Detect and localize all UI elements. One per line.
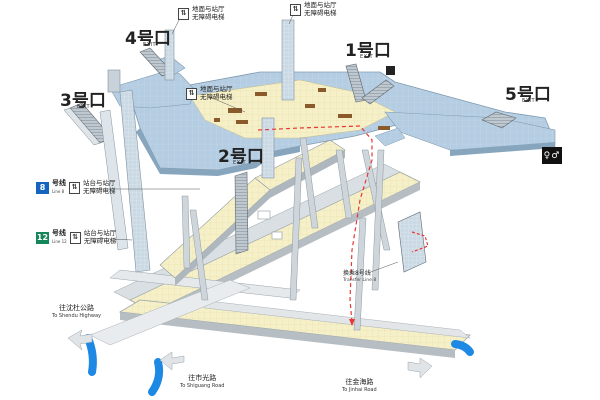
elevator-shaft xyxy=(261,117,275,179)
elevator-shaft-line-12 xyxy=(99,109,129,251)
line-12-badge: 12 xyxy=(36,231,49,244)
exit-1-sublabel: EXIT xyxy=(360,54,374,60)
track-end xyxy=(84,334,97,376)
elevator-shaft xyxy=(164,29,175,81)
elevator-tag-street-hall: ⇅ 地面与站厅无障碍电梯 xyxy=(186,85,233,101)
elevator-shaft-line-8 xyxy=(119,89,151,273)
toilet-icon: ♀♂ xyxy=(542,147,562,164)
elevator-icon xyxy=(386,66,395,75)
exit-3-sublabel: EXIT xyxy=(77,104,91,110)
transfer-route xyxy=(257,125,373,323)
gate-barriers xyxy=(214,88,390,130)
elevator-tag-street-hall: ⇅ 地面与站厅无障碍电梯 xyxy=(290,1,337,17)
escalator-transfer xyxy=(397,211,427,273)
direction-arrows xyxy=(67,329,433,379)
escalator-exit-3 xyxy=(63,102,113,146)
track-wall xyxy=(89,279,251,346)
elevator-shaft xyxy=(107,69,121,93)
elevator-icon: ⇅ xyxy=(69,231,81,244)
exit-2-label: 2号口 xyxy=(218,147,264,167)
transfer-route-loop xyxy=(411,231,429,253)
transfer-arrow xyxy=(349,319,355,326)
track-end xyxy=(451,340,474,356)
elevator-tag-street-hall: ⇅ 地面与站厅无障碍电梯 xyxy=(178,5,225,21)
exit-4-label: 4号口 xyxy=(125,29,171,49)
elevator-icon: ⇅ xyxy=(178,7,189,20)
escalator-exit-1 xyxy=(345,63,395,105)
support-columns xyxy=(181,137,391,331)
elevator-icon: ⇅ xyxy=(186,87,197,100)
exit-2-sublabel: EXIT xyxy=(233,160,247,166)
track-end xyxy=(148,358,164,396)
elevator-shaft xyxy=(281,19,295,101)
exit-5-sublabel: EXIT xyxy=(522,98,536,104)
line-8-badge: 8 xyxy=(36,181,49,194)
elevator-icon: ⇅ xyxy=(290,3,301,16)
escalator-exit-5 xyxy=(481,111,517,129)
escalator-exit-2 xyxy=(234,171,249,255)
elevator-icon: ⇅ xyxy=(69,181,80,194)
exit-1-label: 1号口 xyxy=(345,41,391,61)
exit-4-sublabel: EXIT xyxy=(143,42,157,48)
exit-5-label: 5号口 xyxy=(505,85,551,105)
exit-3-label: 3号口 xyxy=(60,91,106,111)
